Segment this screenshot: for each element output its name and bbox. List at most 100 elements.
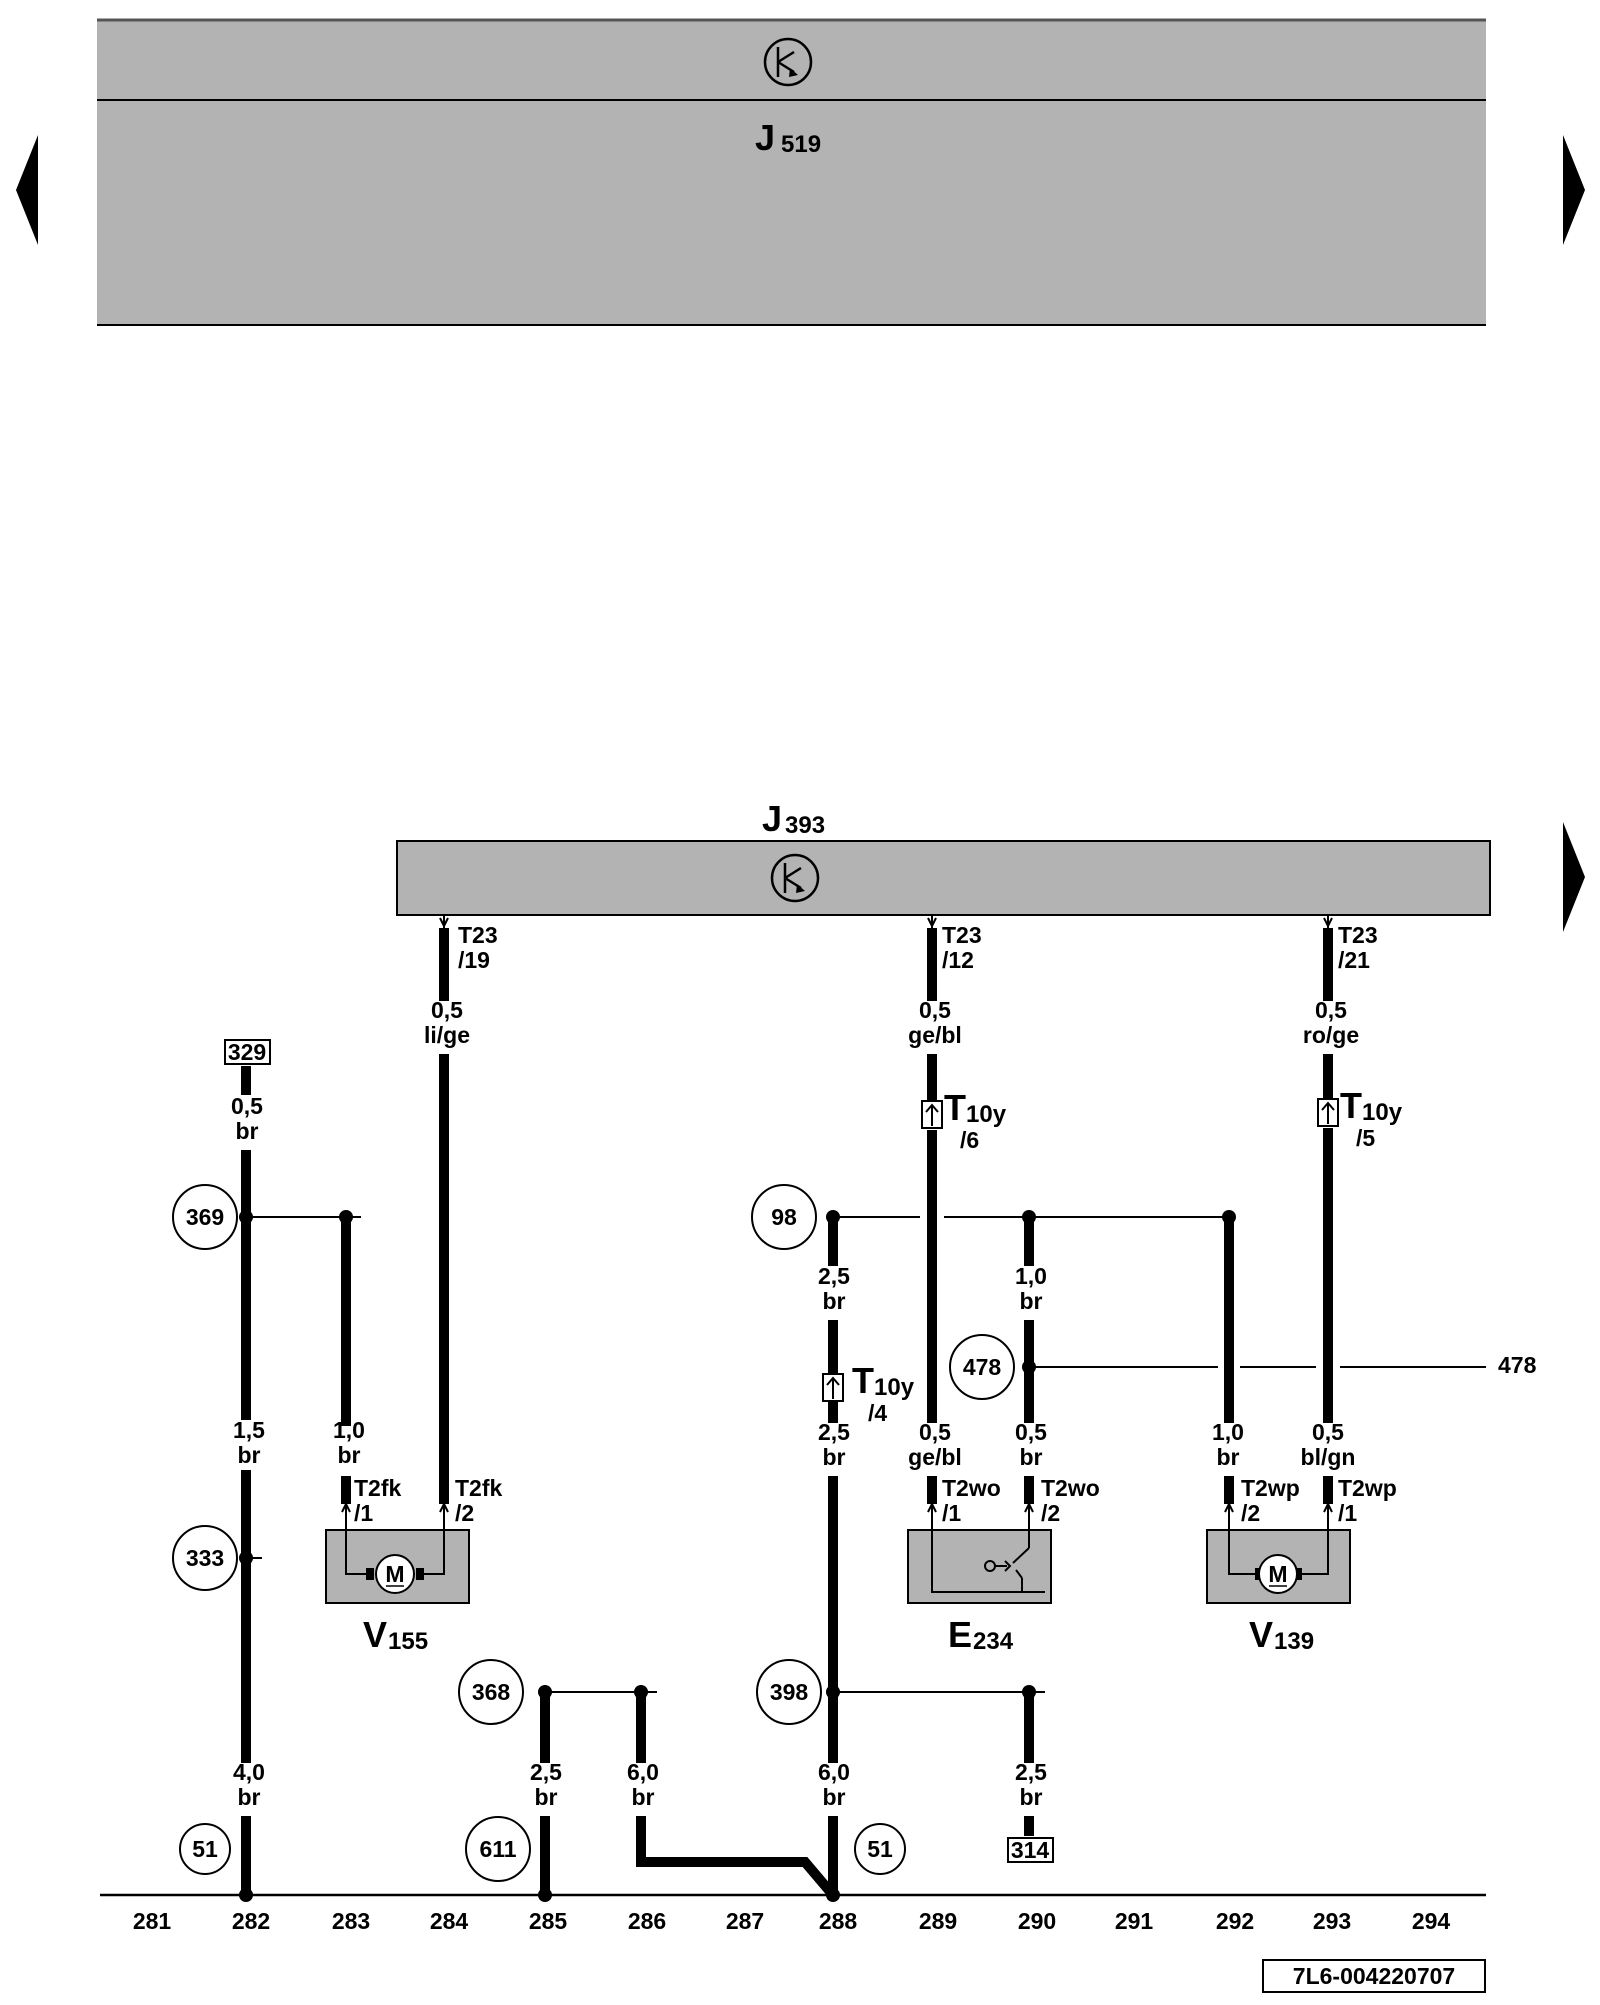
wire-size: 0,5: [919, 1419, 951, 1445]
switch-e234: E 234: [907, 1520, 1052, 1655]
column-numbers: 281 282 283 284 285 286 287 288 289 290 …: [133, 1908, 1451, 1934]
wire-color: ro/ge: [1303, 1022, 1359, 1048]
wire-color: br: [823, 1784, 846, 1810]
control-module-j519: J 519: [97, 18, 1486, 326]
t10y-5-sub: 10y: [1362, 1099, 1403, 1126]
pin-t2fk-1-name: T2fk: [354, 1475, 402, 1501]
t10y-4-sub: 10y: [874, 1374, 915, 1401]
pin-t23-19-name: T23: [458, 922, 498, 948]
circle-ref-478[interactable]: 478: [963, 1354, 1002, 1380]
j393-label: J: [762, 798, 782, 839]
pin-t23-21-name: T23: [1338, 922, 1378, 948]
wire-size: 2,5: [1015, 1759, 1047, 1785]
t10y-6-sub: 10y: [966, 1101, 1007, 1128]
t10y-4-name: T: [852, 1360, 874, 1401]
pin-t2wp-1-name: T2wp: [1338, 1475, 1397, 1501]
pin-t2wo-1-name: T2wo: [942, 1475, 1001, 1501]
column-number: 293: [1313, 1908, 1351, 1934]
t10y-connector-icon: [921, 1100, 943, 1129]
wire-color: li/ge: [424, 1022, 470, 1048]
wire-size: 2,5: [818, 1263, 850, 1289]
circle-ref-51[interactable]: 51: [867, 1836, 893, 1862]
diagram-id-box: 7L6-004220707: [1262, 1959, 1486, 1993]
j393-sub: 393: [785, 812, 825, 839]
circle-ref-369[interactable]: 369: [186, 1204, 224, 1230]
circle-ref-51[interactable]: 51: [192, 1836, 218, 1862]
wire-color: ge/bl: [908, 1022, 962, 1048]
wire-size: 1,0: [1015, 1263, 1047, 1289]
t10y-4-pin: /4: [868, 1400, 887, 1426]
electronic-module-icon: [763, 37, 813, 87]
circle-ref-398[interactable]: 398: [770, 1679, 809, 1705]
column-number: 284: [430, 1908, 469, 1934]
wire-color: br: [823, 1444, 846, 1470]
wire-size: 2,5: [530, 1759, 562, 1785]
wire-size: 1,5: [233, 1417, 265, 1443]
next-section-arrow-icon[interactable]: [1563, 822, 1585, 932]
circle-ref-368[interactable]: 368: [472, 1679, 511, 1705]
e234-sub: 234: [973, 1628, 1014, 1655]
t10y-5-pin: /5: [1356, 1125, 1375, 1151]
pin-t2wo-2-name: T2wo: [1041, 1475, 1100, 1501]
wire-color: br: [632, 1784, 655, 1810]
column-number: 288: [819, 1908, 858, 1934]
wire-color: bl/gn: [1301, 1444, 1356, 1470]
t10y-connector-icon: [1317, 1098, 1339, 1127]
v155-sub: 155: [388, 1628, 428, 1655]
pin-t23-12-num: /12: [942, 947, 974, 973]
wire-size: 2,5: [818, 1419, 850, 1445]
motor-icon: M: [375, 1554, 415, 1594]
wire-size: 4,0: [233, 1759, 265, 1785]
circle-ref-611[interactable]: 611: [479, 1836, 516, 1862]
column-number: 286: [628, 1908, 666, 1934]
component-connector-arrows: [341, 1501, 1333, 1520]
wire-size: 0,5: [919, 997, 951, 1023]
motor-v155: M V 155: [325, 1520, 470, 1655]
wire-size: 1,0: [333, 1417, 365, 1443]
v139-label: V: [1249, 1614, 1273, 1655]
column-number: 294: [1412, 1908, 1451, 1934]
column-number: 290: [1018, 1908, 1056, 1934]
motor-icon: M: [1258, 1554, 1298, 1594]
pin-t2wp-2-num: /2: [1241, 1500, 1260, 1526]
motor-v139: M V 139: [1206, 1520, 1351, 1655]
column-number: 285: [529, 1908, 568, 1934]
wire-color: br: [823, 1288, 846, 1314]
pin-t2fk-1-num: /1: [354, 1500, 373, 1526]
wire-color: ge/bl: [908, 1444, 962, 1470]
column-number: 282: [232, 1908, 270, 1934]
wiring: [241, 928, 1333, 1899]
wire-color: br: [1020, 1288, 1043, 1314]
circle-ref-98[interactable]: 98: [771, 1204, 797, 1230]
wire-color: br: [238, 1442, 261, 1468]
svg-text:314: 314: [1011, 1837, 1050, 1863]
wire-color: br: [238, 1784, 261, 1810]
svg-text:M: M: [385, 1561, 404, 1587]
wire-size: 0,5: [1312, 1419, 1344, 1445]
wire-size: 0,5: [1315, 997, 1347, 1023]
switch-icon: [984, 1547, 1030, 1592]
wire-color: br: [1217, 1444, 1240, 1470]
ref-box-314[interactable]: 314: [1007, 1837, 1054, 1863]
column-number: 283: [332, 1908, 370, 1934]
e234-label: E: [948, 1614, 972, 1655]
wire-size: 6,0: [627, 1759, 659, 1785]
t10y-5-name: T: [1340, 1085, 1362, 1126]
wire-size: 0,5: [1015, 1419, 1047, 1445]
continuation-478[interactable]: 478: [1498, 1352, 1537, 1378]
wire-color: br: [338, 1442, 361, 1468]
electronic-module-icon: [770, 853, 820, 903]
wire-color: br: [535, 1784, 558, 1810]
pin-t2wo-1-num: /1: [942, 1500, 961, 1526]
ref-box-329[interactable]: 329: [224, 1039, 271, 1065]
pin-t2fk-2-num: /2: [455, 1500, 474, 1526]
pin-t2wp-2-name: T2wp: [1241, 1475, 1300, 1501]
next-page-arrow-icon[interactable]: [1563, 135, 1585, 245]
pin-t2wo-2-num: /2: [1041, 1500, 1060, 1526]
previous-page-arrow-icon[interactable]: [16, 135, 38, 245]
wire-color: br: [1020, 1444, 1043, 1470]
column-number: 291: [1115, 1908, 1154, 1934]
circle-ref-333[interactable]: 333: [186, 1545, 224, 1571]
v155-label: V: [363, 1614, 387, 1655]
t10y-6-pin: /6: [960, 1127, 979, 1153]
